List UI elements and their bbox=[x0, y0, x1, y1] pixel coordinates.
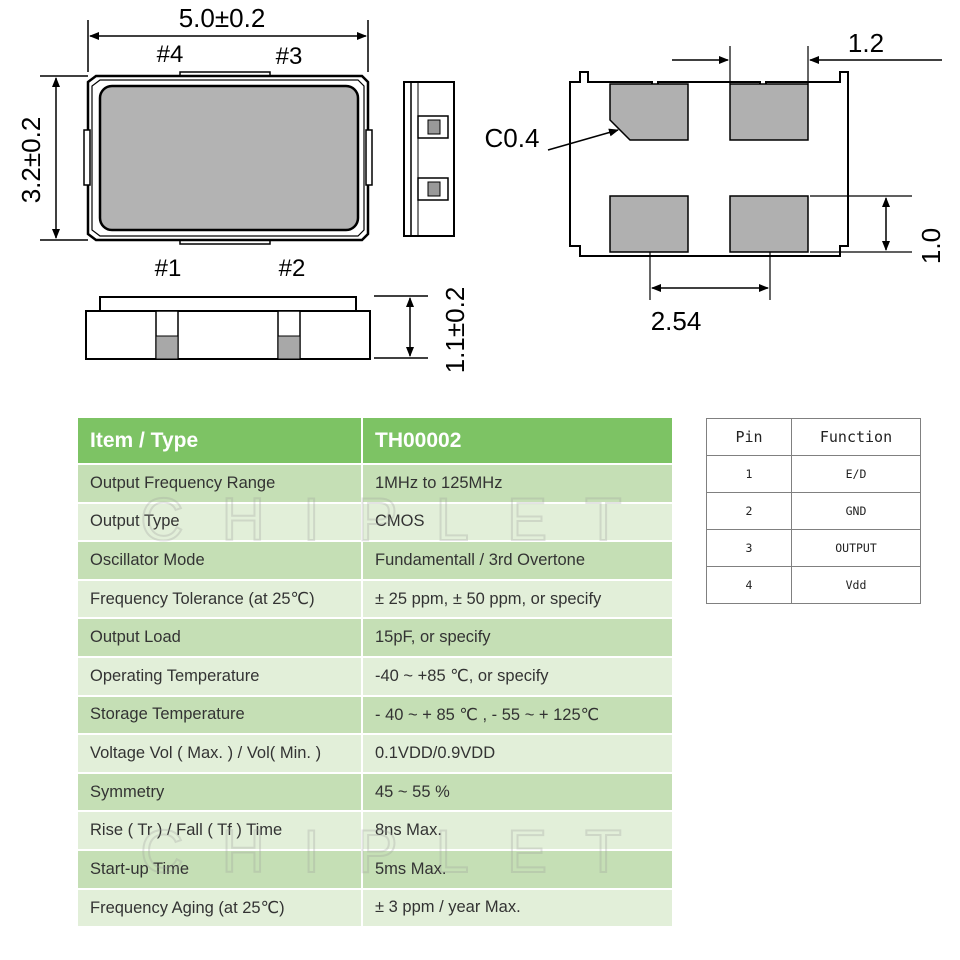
spec-header-type: TH00002 bbox=[362, 418, 672, 465]
table-row: Output Load 15pF, or specify bbox=[78, 618, 672, 658]
spec-value: - 40 ~ + 85 ℃ , - 55 ~ + 125℃ bbox=[362, 695, 672, 736]
pin-number: 2 bbox=[706, 492, 792, 530]
pin-table: Pin Function 1 E/D 2 GND 3 OUTPUT 4 Vdd bbox=[706, 418, 921, 604]
table-row: Oscillator Mode Fundamentall / 3rd Overt… bbox=[78, 541, 672, 581]
spec-value: 0.1VDD/0.9VDD bbox=[362, 734, 672, 774]
spec-item: Rise ( Tr ) / Fall ( Tf ) Time bbox=[78, 811, 363, 851]
spec-item: Output Frequency Range bbox=[78, 464, 363, 504]
table-row: 2 GND bbox=[706, 492, 921, 530]
table-row: Voltage Vol ( Max. ) / Vol( Min. ) 0.1VD… bbox=[78, 734, 672, 774]
pin-number: 4 bbox=[706, 566, 792, 604]
table-row: Output Type CMOS bbox=[78, 502, 672, 543]
spec-value: Fundamentall / 3rd Overtone bbox=[362, 541, 672, 581]
pin-header-row: Pin Function bbox=[706, 418, 921, 456]
spec-item: Storage Temperature bbox=[78, 695, 363, 736]
end-view bbox=[403, 81, 455, 237]
spec-value: CMOS bbox=[362, 502, 672, 543]
pad-3 bbox=[729, 83, 809, 141]
spec-value: -40 ~ +85 ℃, or specify bbox=[362, 656, 672, 697]
thickness-dimension: 1.1±0.2 bbox=[440, 287, 470, 374]
table-row: Rise ( Tr ) / Fall ( Tf ) Time 8ns Max. bbox=[78, 811, 672, 851]
height-dimension: 3.2±0.2 bbox=[16, 117, 46, 204]
pad-height-dimension: 1.0 bbox=[916, 228, 946, 264]
table-row: 1 E/D bbox=[706, 455, 921, 493]
spec-item: Output Type bbox=[78, 502, 363, 543]
package-lid bbox=[98, 84, 360, 232]
table-row: Start-up Time 5ms Max. bbox=[78, 849, 672, 890]
table-row: Symmetry 45 ~ 55 % bbox=[78, 772, 672, 813]
spec-value: 5ms Max. bbox=[362, 849, 672, 890]
pin-1-label: #1 bbox=[155, 255, 182, 282]
table-row: 3 OUTPUT bbox=[706, 529, 921, 567]
pad-4 bbox=[609, 83, 689, 141]
pin-number: 1 bbox=[706, 455, 792, 493]
spec-value: 15pF, or specify bbox=[362, 618, 672, 658]
pin-function: E/D bbox=[791, 455, 921, 493]
width-dimension: 5.0±0.2 bbox=[179, 3, 266, 33]
spec-item: Voltage Vol ( Max. ) / Vol( Min. ) bbox=[78, 734, 363, 774]
spec-value: 1MHz to 125MHz bbox=[362, 464, 672, 504]
spec-value: 45 ~ 55 % bbox=[362, 772, 672, 813]
table-row: Frequency Tolerance (at 25℃) ± 25 ppm, ±… bbox=[78, 579, 672, 620]
spec-item: Start-up Time bbox=[78, 849, 363, 890]
table-row: 4 Vdd bbox=[706, 566, 921, 604]
spec-item: Symmetry bbox=[78, 772, 363, 813]
footprint-view: 1.2 C0.4 1.0 2.54 bbox=[485, 28, 946, 336]
pin-function: GND bbox=[791, 492, 921, 530]
side-view: 1.1±0.2 bbox=[85, 287, 470, 374]
spec-value: ± 3 ppm / year Max. bbox=[362, 888, 672, 929]
pin-2-label: #2 bbox=[279, 255, 306, 282]
table-row: Frequency Aging (at 25℃) ± 3 ppm / year … bbox=[78, 888, 672, 929]
spec-item: Output Load bbox=[78, 618, 363, 658]
spec-item: Frequency Aging (at 25℃) bbox=[78, 888, 363, 929]
chamfer-label: C0.4 bbox=[485, 123, 540, 153]
table-row: Storage Temperature - 40 ~ + 85 ℃ , - 55… bbox=[78, 695, 672, 736]
spec-header-row: Item / Type TH00002 bbox=[78, 418, 672, 465]
pin-number: 3 bbox=[706, 529, 792, 567]
pitch-dimension: 2.54 bbox=[651, 306, 702, 336]
table-row: Output Frequency Range 1MHz to 125MHz bbox=[78, 464, 672, 504]
pin-function: Vdd bbox=[791, 566, 921, 604]
technical-drawing: 5.0±0.2 3.2±0.2 #4 #3 #1 #2 bbox=[16, 3, 946, 374]
top-view: 5.0±0.2 3.2±0.2 #4 #3 #1 #2 bbox=[16, 3, 373, 282]
pin-header-pin: Pin bbox=[706, 418, 792, 456]
table-row: Operating Temperature -40 ~ +85 ℃, or sp… bbox=[78, 656, 672, 697]
spec-value: ± 25 ppm, ± 50 ppm, or specify bbox=[362, 579, 672, 620]
pin-4-label: #4 bbox=[157, 41, 184, 68]
spec-table: Item / Type TH00002 Output Frequency Ran… bbox=[78, 418, 672, 929]
spec-item: Oscillator Mode bbox=[78, 541, 363, 581]
pin-3-label: #3 bbox=[276, 43, 303, 70]
spec-header-item: Item / Type bbox=[78, 418, 363, 465]
pad-1 bbox=[609, 195, 689, 253]
spec-item: Frequency Tolerance (at 25℃) bbox=[78, 579, 363, 620]
pin-header-function: Function bbox=[791, 418, 921, 456]
pad-2 bbox=[729, 195, 809, 253]
pad-width-dimension: 1.2 bbox=[848, 28, 884, 58]
pin-function: OUTPUT bbox=[791, 529, 921, 567]
spec-item: Operating Temperature bbox=[78, 656, 363, 697]
spec-value: 8ns Max. bbox=[362, 811, 672, 851]
